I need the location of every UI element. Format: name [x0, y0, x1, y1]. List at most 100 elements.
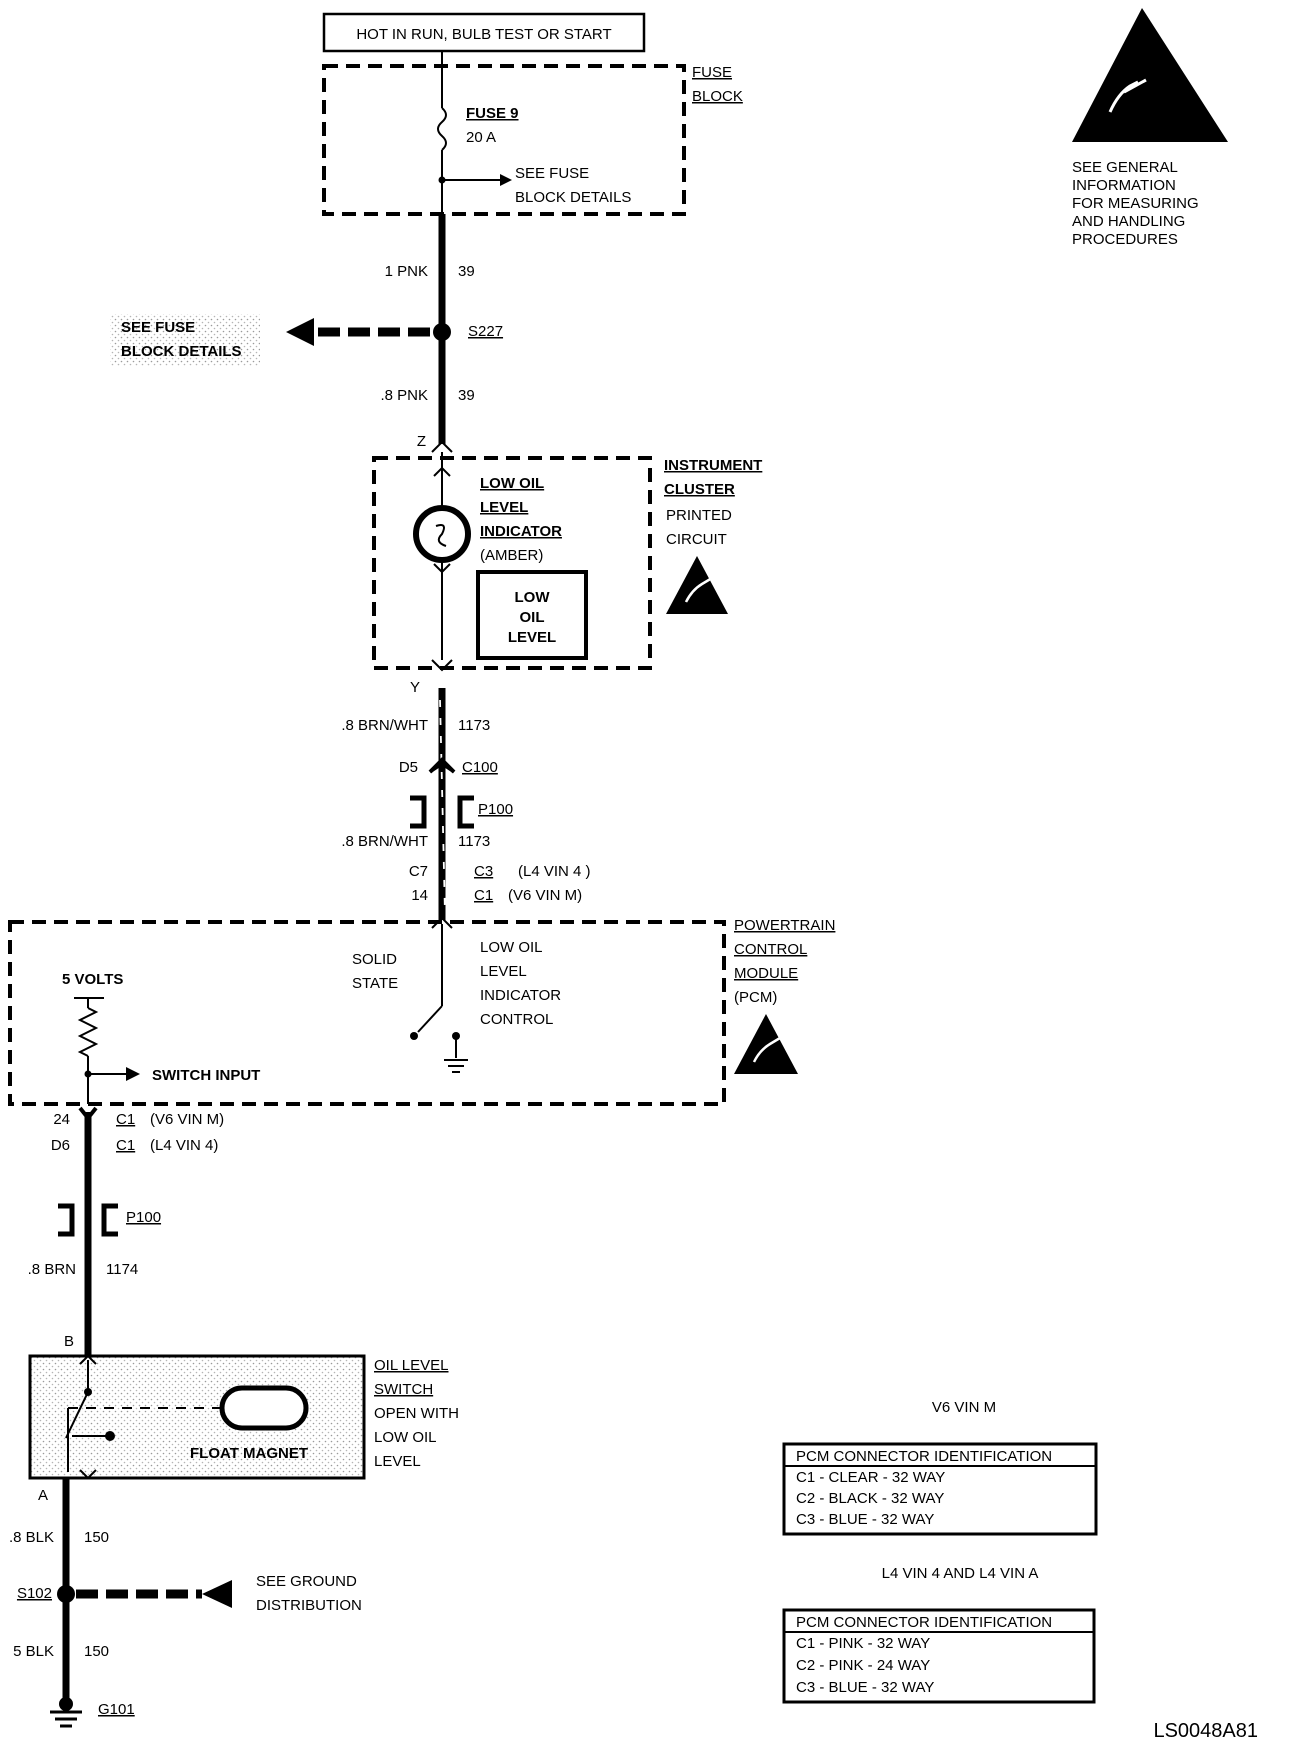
fuse-symbol — [437, 107, 447, 151]
p100-bottom-id: P100 — [126, 1209, 161, 1226]
fuse-rating: 20 A — [466, 129, 496, 146]
splice-dot — [57, 1585, 75, 1603]
power-source: HOT IN RUN, BULB TEST OR START — [322, 12, 646, 53]
float-magnet-icon — [219, 1385, 309, 1431]
s227-details-line2: BLOCK DETAILS — [121, 343, 242, 360]
arrow-left-icon — [286, 318, 314, 346]
solid-state-line2: STATE — [352, 975, 398, 992]
pcm-bottom-connector: 24 C1 (V6 VIN M) D6 C1 (L4 VIN 4) — [51, 1106, 224, 1154]
wire-1173b-circuit: 1173 — [458, 833, 490, 850]
table-l4-row: C3 - BLUE - 32 WAY — [796, 1679, 934, 1696]
table-v6-row: C2 - BLACK - 32 WAY — [796, 1490, 944, 1507]
ground-icon — [444, 1059, 468, 1073]
s102-details-line2: DISTRIBUTION — [256, 1597, 362, 1614]
wire-150b-gauge: 5 BLK — [13, 1643, 54, 1660]
pcm-bottom-note-v6: (V6 VIN M) — [150, 1111, 224, 1128]
switch-desc-3: LEVEL — [374, 1453, 421, 1470]
table-l4-title: PCM CONNECTOR IDENTIFICATION — [796, 1614, 1052, 1631]
wire-1173a-gauge: .8 BRN/WHT — [341, 717, 428, 734]
pcm-connector-table-l4: L4 VIN 4 AND L4 VIN A PCM CONNECTOR IDEN… — [782, 1565, 1096, 1704]
connector-c100: D5 C100 — [399, 757, 498, 776]
table-l4-row: C2 - PINK - 24 WAY — [796, 1657, 930, 1674]
pcm-top-note-v6: (V6 VIN M) — [508, 887, 582, 904]
table-v6-heading: V6 VIN M — [932, 1399, 996, 1416]
esd-note-line2: INFORMATION — [1072, 177, 1176, 194]
pcm-bottom-pin-l4: D6 — [51, 1137, 70, 1154]
fuse-block-title-2: BLOCK — [692, 88, 743, 105]
pcm-top-note-l4: (L4 VIN 4 ) — [518, 863, 591, 880]
fuse-block-title-1: FUSE — [692, 64, 732, 81]
display-line3: LEVEL — [508, 629, 556, 646]
arrow-right-icon — [500, 174, 512, 186]
table-v6-row: C1 - CLEAR - 32 WAY — [796, 1469, 945, 1486]
pullup-resistor — [77, 1007, 99, 1057]
fuse-name: FUSE 9 — [466, 105, 519, 122]
switch-pin-a: A — [38, 1487, 48, 1504]
table-l4-row: C1 - PINK - 32 WAY — [796, 1635, 930, 1652]
splice-s102-id: S102 — [17, 1585, 52, 1602]
pcm-bottom-conn-v6: C1 — [116, 1111, 135, 1128]
ground-id: G101 — [98, 1701, 135, 1718]
cluster-sub-1: PRINTED — [666, 507, 732, 524]
splice-s227: S227 SEE FUSE BLOCK DETAILS — [110, 314, 503, 366]
control-line4: CONTROL — [480, 1011, 553, 1028]
pcm-top-pin-v6: 14 — [411, 887, 428, 904]
pcm-title-1: POWERTRAIN — [734, 917, 835, 934]
pcm-module: SOLID STATE LOW OIL LEVEL INDICATOR CONT… — [8, 917, 835, 1106]
power-source-label: HOT IN RUN, BULB TEST OR START — [356, 26, 611, 43]
indicator-line3: INDICATOR — [480, 523, 562, 540]
switch-title-1: OIL LEVEL — [374, 1357, 449, 1374]
switch-desc-1: OPEN WITH — [374, 1405, 459, 1422]
esd-warning-icon — [666, 556, 728, 614]
pcm-title-4: (PCM) — [734, 989, 777, 1006]
c100-pin: D5 — [399, 759, 418, 776]
ground-g101: G101 — [50, 1697, 135, 1728]
wire-1174-circuit: 1174 — [106, 1261, 138, 1278]
pcm-bottom-note-l4: (L4 VIN 4) — [150, 1137, 218, 1154]
cluster-title-1: INSTRUMENT — [664, 457, 762, 474]
wire-1173b-gauge: .8 BRN/WHT — [341, 833, 428, 850]
pcm-bottom-conn-l4: C1 — [116, 1137, 135, 1154]
wire-39-gauge: 1 PNK — [385, 263, 428, 280]
figure-id: LS0048A81 — [1153, 1720, 1258, 1742]
display-line2: OIL — [520, 609, 545, 626]
wire-150a-circuit: 150 — [84, 1529, 109, 1546]
fuse-block: FUSE 9 20 A SEE FUSE BLOCK DETAILS FUSE … — [322, 51, 743, 216]
wire-39-circuit: 39 — [458, 263, 475, 280]
fuse-details-line1: SEE FUSE — [515, 165, 589, 182]
control-line1: LOW OIL — [480, 939, 543, 956]
s227-details-line1: SEE FUSE — [121, 319, 195, 336]
cluster-pin-y: Y — [410, 679, 420, 696]
wire-150b-circuit: 150 — [84, 1643, 109, 1660]
connector-p100-top: P100 — [410, 795, 513, 829]
splice-s102: S102 SEE GROUND DISTRIBUTION — [17, 1573, 362, 1614]
control-line3: INDICATOR — [480, 987, 561, 1004]
display-line1: LOW — [515, 589, 551, 606]
pcm-title-3: MODULE — [734, 965, 798, 982]
wire-1174-gauge: .8 BRN — [28, 1261, 76, 1278]
esd-warning-icon — [1072, 8, 1228, 142]
c100-id: C100 — [462, 759, 498, 776]
cluster-title-2: CLUSTER — [664, 481, 735, 498]
pcm-connector-table-v6: V6 VIN M PCM CONNECTOR IDENTIFICATION C1… — [782, 1399, 1098, 1536]
table-v6-title: PCM CONNECTOR IDENTIFICATION — [796, 1448, 1052, 1465]
solid-state-line1: SOLID — [352, 951, 397, 968]
splice-dot — [433, 323, 451, 341]
esd-note-line5: PROCEDURES — [1072, 231, 1178, 248]
instrument-cluster: Z LOW OIL LEVEL INDICATOR (AMBER) LOW OI… — [372, 433, 762, 696]
switch-input-label: SWITCH INPUT — [152, 1067, 260, 1084]
pcm-bottom-pin-v6: 24 — [53, 1111, 70, 1128]
indicator-line4: (AMBER) — [480, 547, 543, 564]
splice-s227-id: S227 — [468, 323, 503, 340]
indicator-line2: LEVEL — [480, 499, 528, 516]
float-magnet-label: FLOAT MAGNET — [190, 1445, 308, 1462]
pcm-title-2: CONTROL — [734, 941, 807, 958]
s102-details-line1: SEE GROUND — [256, 1573, 357, 1590]
esd-note-line3: FOR MEASURING — [1072, 195, 1199, 212]
switch-contact — [417, 1005, 443, 1033]
ground-icon — [50, 1710, 82, 1728]
pcm-volts: 5 VOLTS — [62, 971, 123, 988]
esd-note-line4: AND HANDLING — [1072, 213, 1185, 230]
switch-contact — [65, 1391, 89, 1439]
wire-150a-gauge: .8 BLK — [9, 1529, 54, 1546]
